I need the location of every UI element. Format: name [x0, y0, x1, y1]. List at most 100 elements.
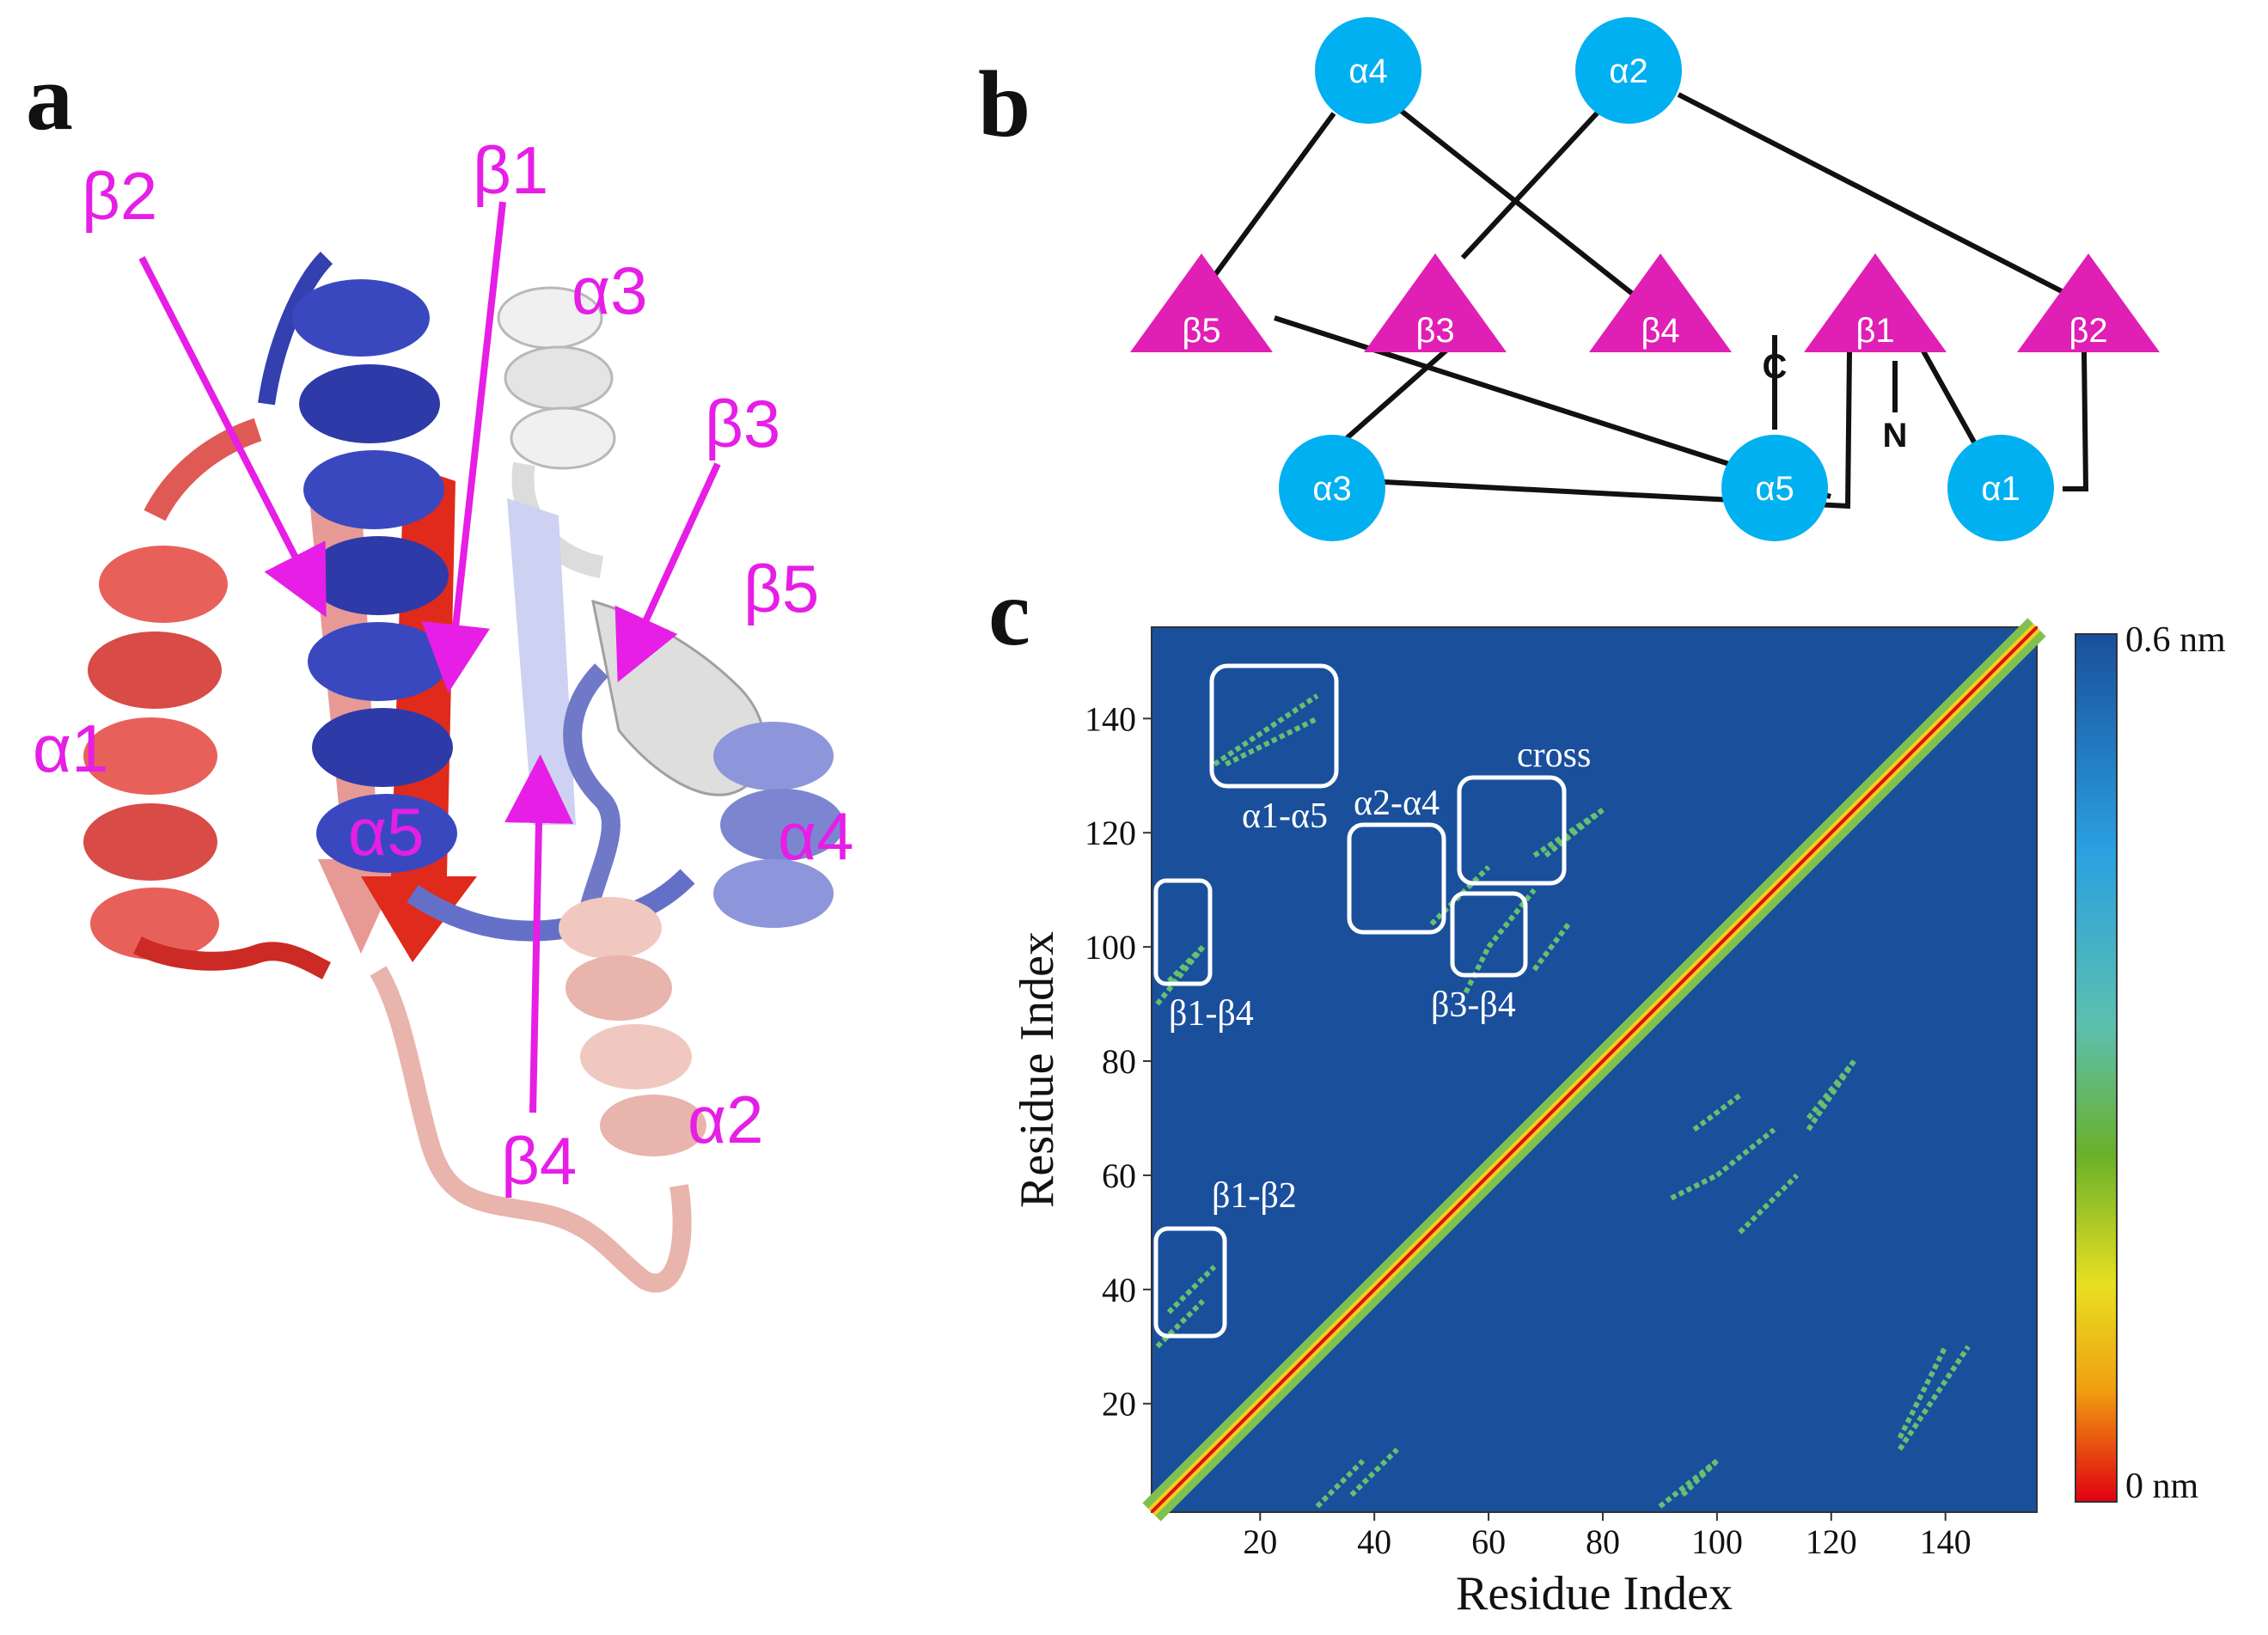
y-tick-label: 120: [1085, 814, 1136, 852]
svg-text:α3: α3: [1312, 470, 1351, 508]
diagonal-band-core: [1150, 625, 2039, 1514]
contact-streak: [1692, 1093, 1742, 1132]
alpha3-helix-ribbon: [497, 286, 616, 578]
x-tick-label: 100: [1691, 1522, 1743, 1561]
contact-streak: [1806, 1059, 1856, 1120]
n-terminus-label: N: [1883, 417, 1908, 455]
label-cross: cross: [1517, 735, 1591, 775]
x-tick-label: 20: [1243, 1522, 1277, 1561]
contact-streak: [1155, 945, 1206, 1006]
helix-node-alpha1: α1: [1947, 435, 2054, 541]
contact-streak: [1315, 1459, 1365, 1509]
label-alpha5: α5: [348, 794, 424, 869]
x-axis-title: Residue Index: [1456, 1567, 1733, 1620]
strand-node-beta4: β4: [1589, 253, 1732, 352]
heatmap-contacts: [1142, 618, 2046, 1522]
svg-text:β5: β5: [1182, 312, 1220, 350]
strand-node-beta1: β1: [1804, 253, 1947, 352]
contact-streak: [1166, 1265, 1217, 1315]
label-alpha4: α4: [778, 798, 853, 874]
label-alpha1: α1: [33, 711, 108, 786]
label-beta2: β2: [82, 158, 157, 234]
y-tick-label: 20: [1102, 1385, 1136, 1424]
x-tick-label: 60: [1471, 1522, 1506, 1561]
x-axis-ticks: 20 40 60 80 100 120 140: [1243, 1512, 1972, 1561]
label-beta1-beta2: β1-β2: [1212, 1176, 1297, 1216]
contact-streak: [1532, 808, 1605, 858]
colorbar: [2075, 633, 2118, 1503]
colorbar-max-label: 0.6 nm: [2125, 620, 2226, 660]
svg-text:α4: α4: [1348, 52, 1387, 90]
y-tick-label: 40: [1102, 1271, 1136, 1309]
arrow-beta4: [504, 754, 573, 1113]
alpha4-helix-ribbon: [563, 663, 844, 930]
helix-node-alpha5: α5: [1721, 435, 1828, 541]
strand-node-beta2: β2: [2017, 253, 2160, 352]
contact-streak: [1715, 1127, 1776, 1178]
arrow-beta2: [138, 256, 327, 618]
contact-streak: [1544, 808, 1605, 858]
box-alpha2-alpha4: [1347, 822, 1446, 935]
box-beta1-beta2: [1153, 1226, 1227, 1339]
x-tick-label: 40: [1357, 1522, 1391, 1561]
beta4-strand-ribbon: [507, 498, 576, 825]
contact-streak: [1806, 1059, 1856, 1132]
contact-streak: [1898, 1345, 1971, 1451]
svg-text:β1: β1: [1855, 312, 1894, 350]
contact-highlight-boxes: [1153, 663, 1567, 1339]
helix-node-alpha3: α3: [1279, 435, 1385, 541]
svg-text:β4: β4: [1641, 312, 1679, 350]
box-beta1-beta4: [1153, 878, 1213, 986]
panel-c-contact-map: c α1-α5 α2-α4 cross β1-β4 β3-β4 β1-β2 20…: [988, 567, 2226, 1620]
arrow-beta3: [614, 462, 721, 683]
colorbar-min-label: 0 nm: [2125, 1467, 2199, 1506]
strand-node-beta3: β3: [1364, 253, 1507, 352]
alpha2-helix-ribbon: [370, 897, 706, 1293]
panel-b-letter: b: [978, 52, 1030, 156]
label-beta3-beta4: β3-β4: [1431, 985, 1516, 1025]
panel-a-letter: a: [26, 45, 73, 149]
helix-node-alpha4: α4: [1315, 17, 1421, 124]
label-alpha3: α3: [572, 253, 647, 328]
contact-streak: [1429, 864, 1491, 926]
arrow-beta1: [421, 201, 506, 693]
panel-c-letter: c: [988, 567, 1030, 665]
y-tick-label: 100: [1085, 928, 1136, 967]
alpha5-helix-ribbon: [258, 251, 695, 942]
box-alpha1-alpha5: [1209, 663, 1339, 789]
svg-text:α5: α5: [1755, 470, 1794, 508]
label-beta5: β5: [743, 551, 819, 626]
svg-text:α1: α1: [1981, 470, 2020, 508]
label-beta1-beta4: β1-β4: [1169, 994, 1254, 1034]
panel-b-topology: b α4 α2 α3 α5 α1 β5 β3: [978, 17, 2160, 541]
y-tick-label: 60: [1102, 1156, 1136, 1195]
y-axis-ticks: 20 40 60 80 100 120 140: [1085, 699, 1152, 1424]
y-tick-label: 80: [1102, 1042, 1136, 1081]
contact-streak: [1658, 1458, 1719, 1509]
contact-streak: [1486, 888, 1537, 949]
label-beta4: β4: [501, 1123, 577, 1199]
panel-a-structure: a: [26, 45, 853, 1293]
alpha1-helix-ribbon: [83, 418, 332, 979]
box-beta3-beta4: [1450, 891, 1528, 978]
c-terminus-label: C: [1763, 348, 1788, 386]
beta1-strand-ribbon: [361, 464, 477, 962]
label-alpha2: α2: [688, 1082, 763, 1157]
x-tick-label: 140: [1920, 1522, 1972, 1561]
contact-streak: [1738, 1173, 1800, 1235]
label-alpha1-alpha5: α1-α5: [1242, 796, 1328, 836]
helix-node-alpha2: α2: [1575, 17, 1682, 124]
x-tick-label: 80: [1586, 1522, 1620, 1561]
x-tick-label: 120: [1806, 1522, 1857, 1561]
y-tick-label: 140: [1085, 699, 1136, 738]
label-beta3: β3: [705, 386, 780, 461]
svg-text:β2: β2: [2069, 312, 2107, 350]
y-axis-title: Residue Index: [1011, 931, 1064, 1208]
svg-text:α2: α2: [1609, 52, 1648, 90]
contact-streak: [1349, 1447, 1399, 1498]
label-beta1: β1: [473, 132, 548, 208]
label-alpha2-alpha4: α2-α4: [1354, 784, 1440, 823]
contact-streak: [1155, 1299, 1205, 1349]
svg-text:β3: β3: [1415, 312, 1454, 350]
contact-streak: [1213, 693, 1319, 766]
